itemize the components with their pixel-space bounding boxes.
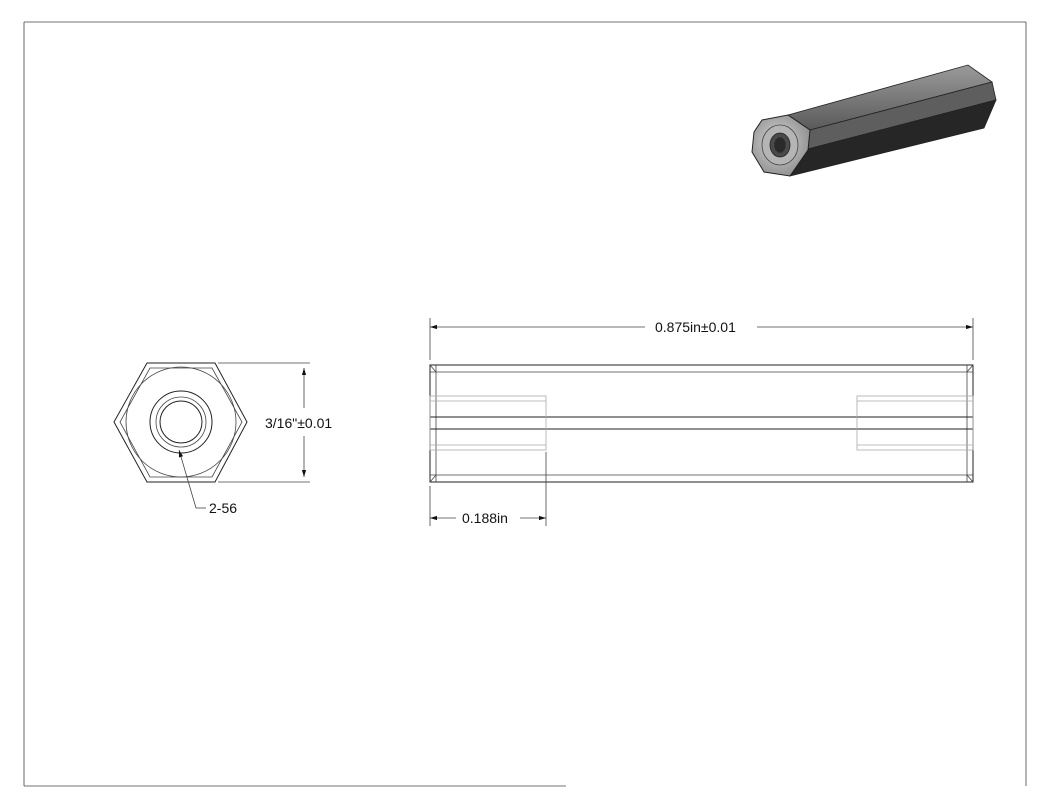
thread-callout: 2-56 bbox=[178, 449, 237, 516]
hole-thread-circle bbox=[155, 396, 207, 448]
hex-chamfer bbox=[119, 367, 243, 478]
side-outline bbox=[429, 364, 974, 483]
length-label: 0.875in±0.01 bbox=[655, 319, 736, 335]
sheet-border bbox=[23, 21, 1027, 787]
side-view bbox=[429, 364, 974, 483]
hex-width-dimension: 3/16"±0.01 bbox=[218, 362, 332, 483]
depth-dimension: 0.188in bbox=[429, 452, 547, 526]
length-dimension: 0.875in±0.01 bbox=[429, 318, 974, 360]
isometric-view bbox=[751, 64, 997, 177]
left-thread-bore bbox=[429, 395, 547, 451]
hex-width-label: 3/16"±0.01 bbox=[265, 415, 332, 431]
hex-outline bbox=[113, 362, 248, 483]
hole-outer-circle bbox=[149, 390, 213, 454]
depth-label: 0.188in bbox=[462, 510, 508, 526]
end-view bbox=[113, 362, 248, 483]
thread-callout-label: 2-56 bbox=[209, 500, 237, 516]
right-thread-bore bbox=[856, 395, 974, 451]
hole-inner-circle bbox=[159, 400, 203, 444]
hex-chamfer-circle bbox=[125, 366, 237, 478]
